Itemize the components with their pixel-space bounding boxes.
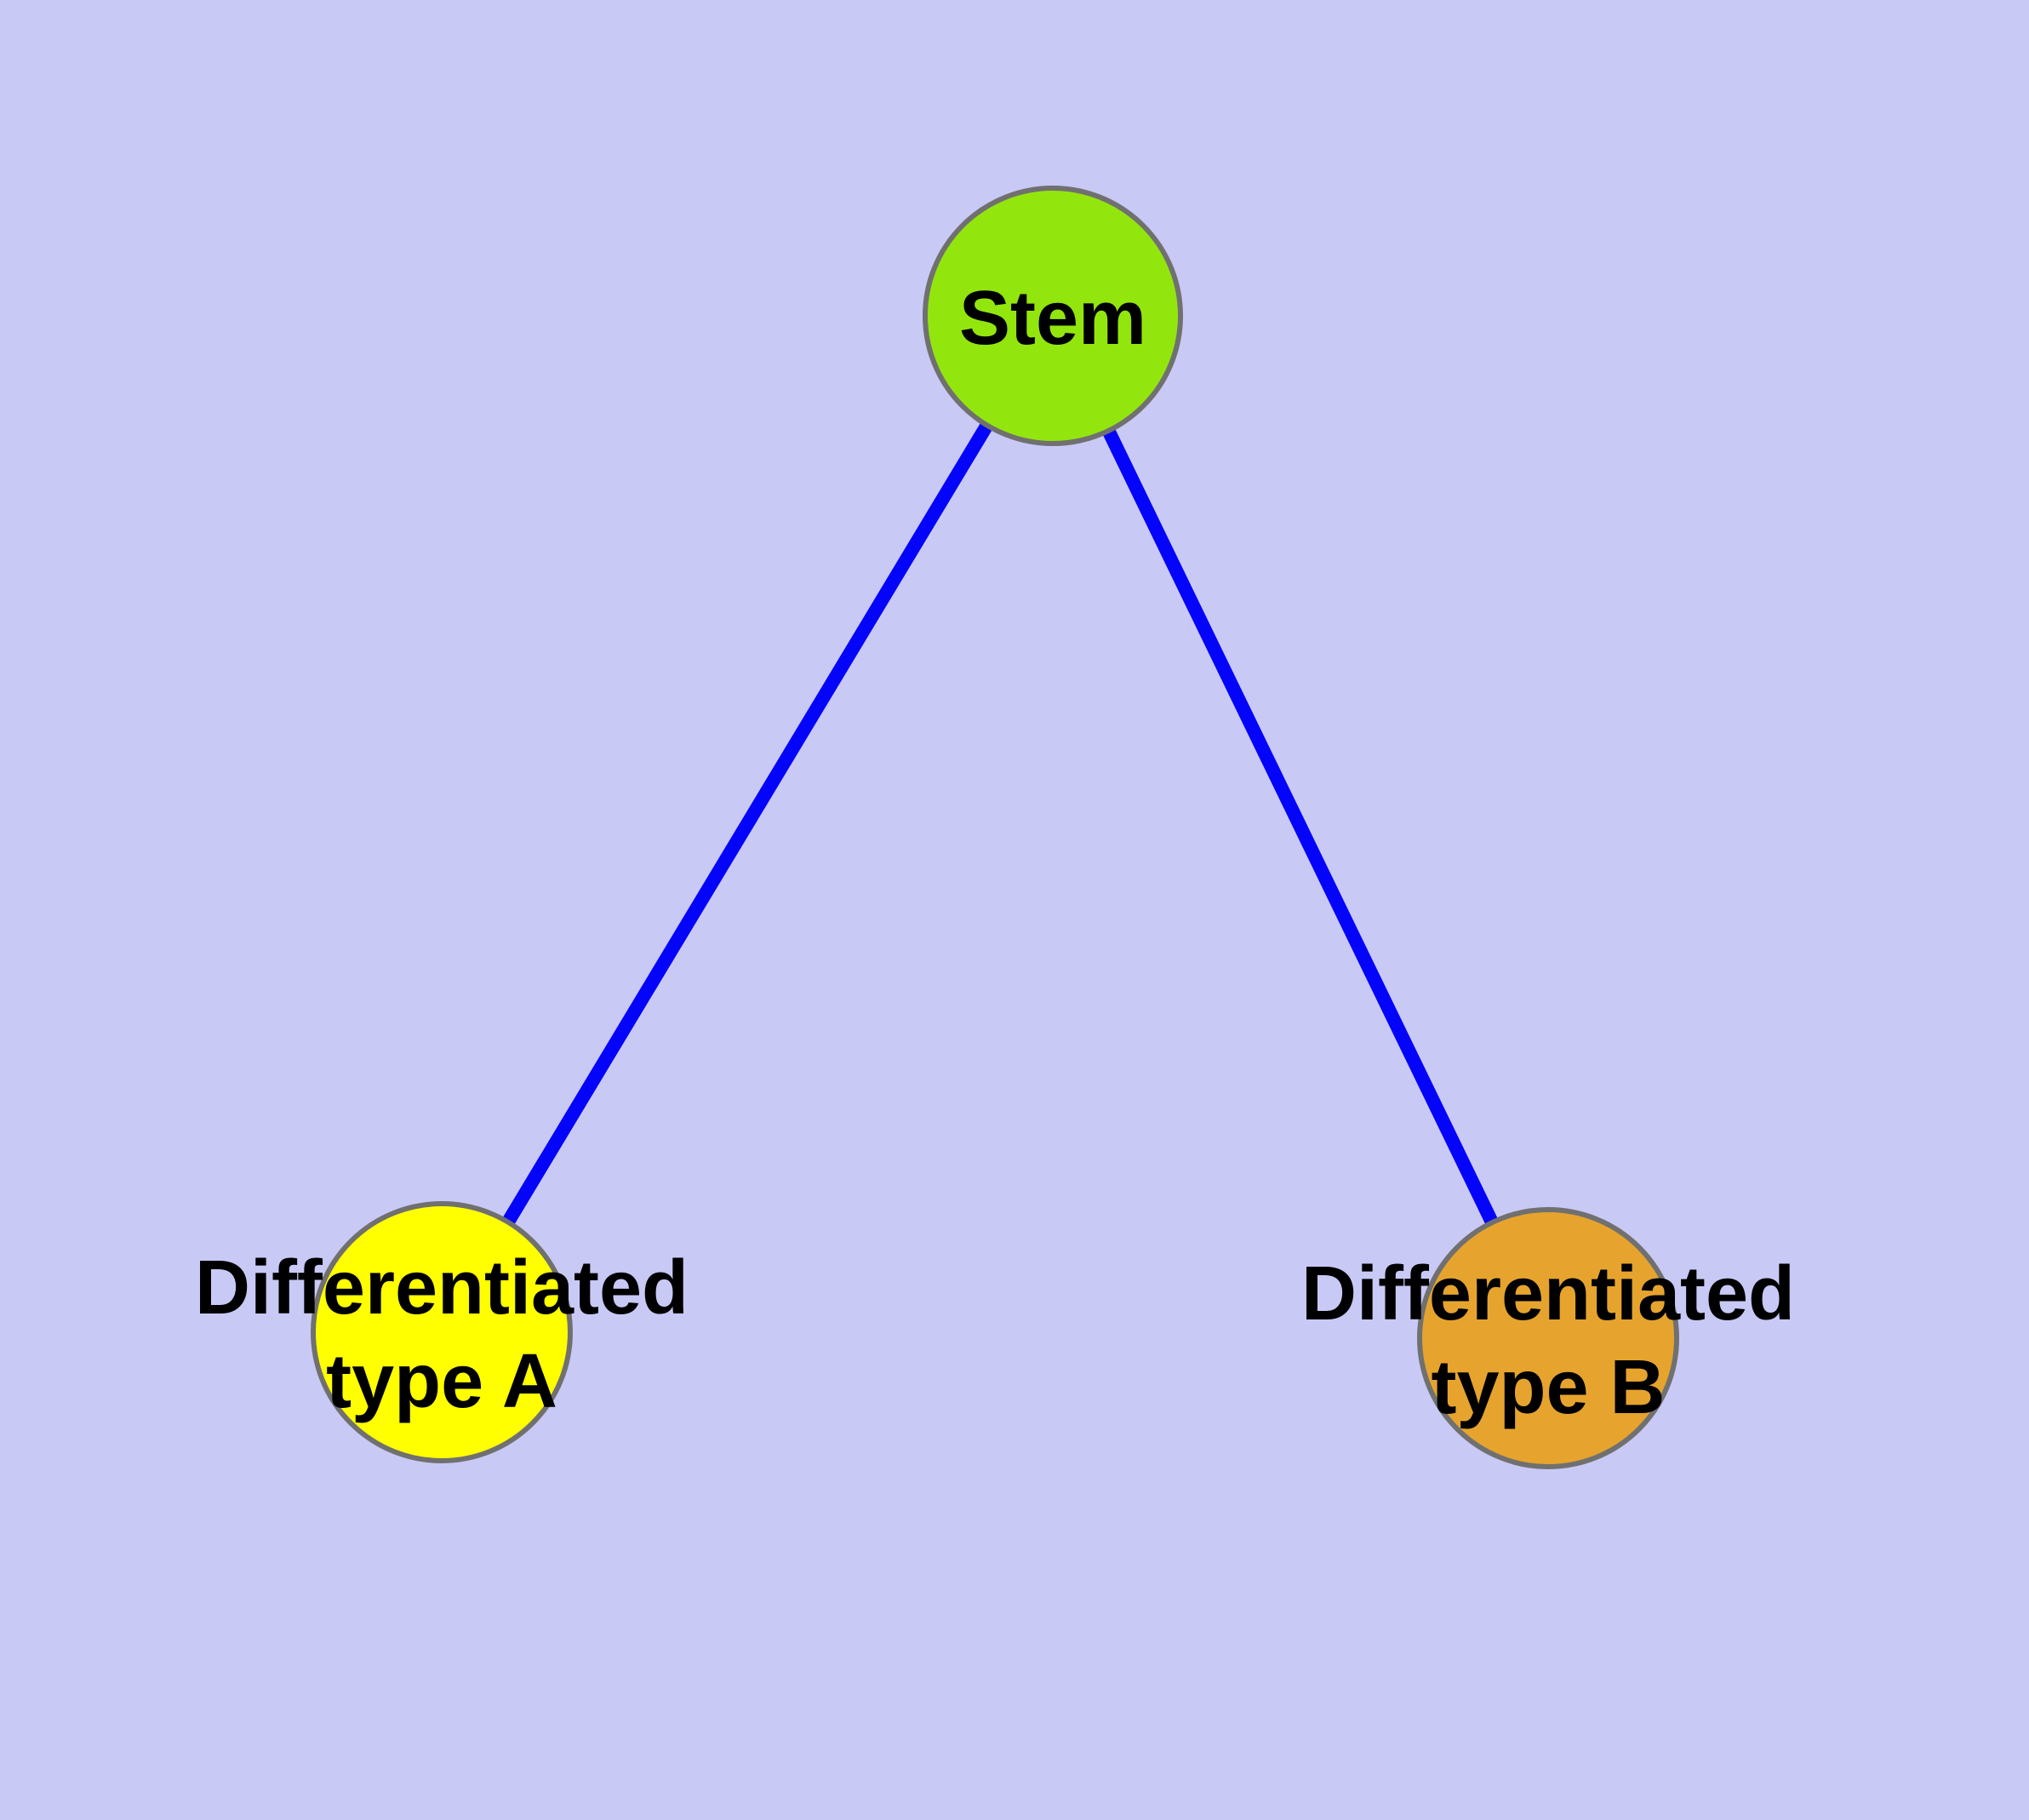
node-label-line: Differentiated <box>195 1245 689 1331</box>
edge-stem-diff-b <box>1046 312 1555 1342</box>
node-circle-diff-b <box>1417 1207 1679 1469</box>
edge-stem-diff-a <box>436 312 1059 1336</box>
node-label-diff-b: Differentiated type B <box>1301 1251 1795 1430</box>
nodes-layer <box>311 186 1679 1469</box>
node-circle-diff-a <box>311 1201 573 1463</box>
node-label-line: type B <box>1431 1345 1665 1430</box>
node-label-line: Differentiated <box>1301 1251 1795 1336</box>
node-label-stem: Stem <box>959 276 1146 361</box>
node-label-line: type A <box>326 1339 557 1424</box>
node-circle-stem <box>923 186 1183 446</box>
node-label-line: Stem <box>959 276 1146 361</box>
edges-layer <box>436 312 1555 1342</box>
